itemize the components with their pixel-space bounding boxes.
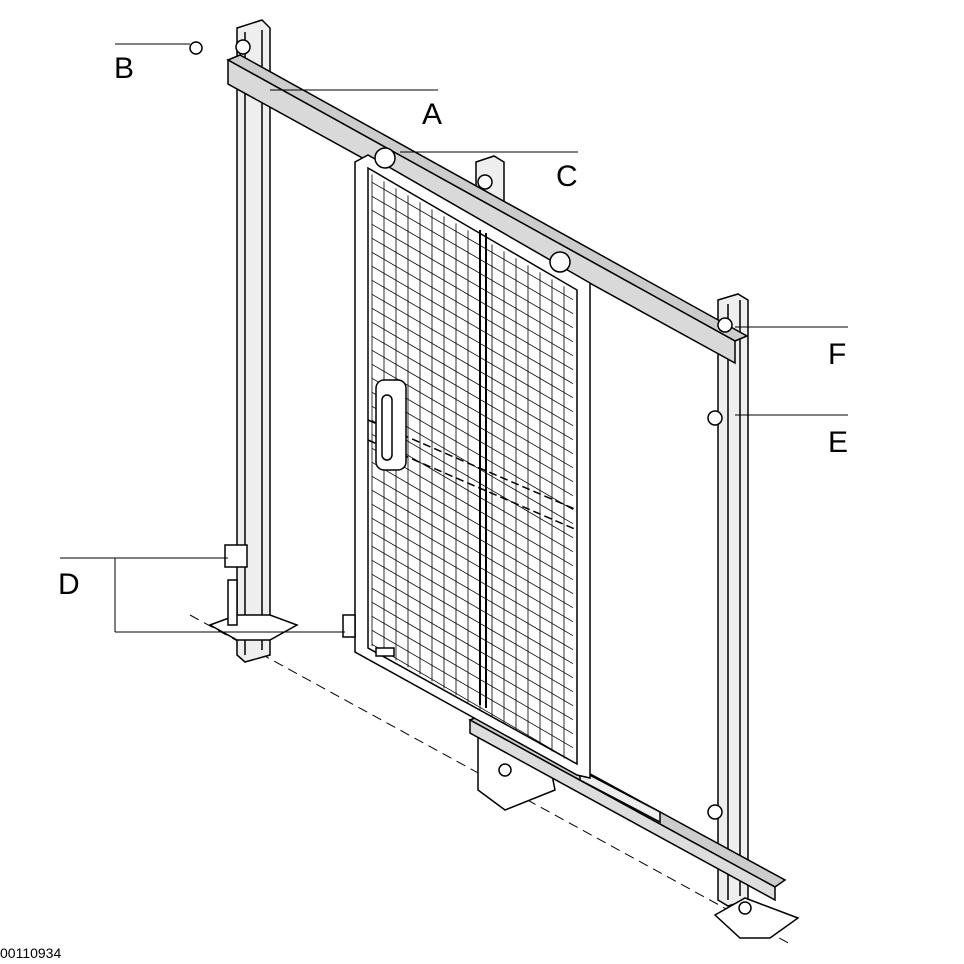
mesh-wire xyxy=(371,447,574,567)
mesh-wire xyxy=(371,195,574,315)
label-a: A xyxy=(422,98,442,131)
mesh-wire xyxy=(371,461,574,581)
left-post xyxy=(208,19,299,663)
mesh-wire xyxy=(371,251,574,371)
mesh-wire xyxy=(371,489,574,609)
guide-fitting xyxy=(707,804,723,820)
label-e: E xyxy=(828,426,848,459)
mesh-wire xyxy=(371,335,574,455)
sliding-door xyxy=(354,147,591,779)
mesh-wire xyxy=(371,181,574,301)
label-f: F xyxy=(828,338,846,371)
mesh-wire xyxy=(371,279,574,399)
mesh-wire xyxy=(371,265,574,385)
right-post xyxy=(713,293,800,939)
guide-fitting-e xyxy=(707,410,723,426)
drawing-number: 00110934 xyxy=(0,945,61,961)
label-b: B xyxy=(114,52,134,85)
mesh-wire xyxy=(371,321,574,441)
mesh-wire xyxy=(371,643,574,763)
mesh-wire xyxy=(371,307,574,427)
fitting-b xyxy=(189,41,203,55)
roller-icon xyxy=(477,174,493,190)
mesh-wire xyxy=(371,503,574,623)
mesh-wire xyxy=(371,517,574,637)
mesh-wire xyxy=(371,475,574,595)
mesh-wire xyxy=(371,587,574,707)
mesh-wire xyxy=(371,615,574,735)
mesh-wire xyxy=(371,293,574,413)
mesh-wire xyxy=(371,629,574,749)
stop-bracket-d xyxy=(342,614,356,638)
mesh-wire xyxy=(371,349,574,469)
label-d: D xyxy=(58,568,80,601)
mesh-wire xyxy=(371,573,574,693)
mesh-wire xyxy=(371,559,574,679)
roller-icon xyxy=(235,39,251,55)
top-rail xyxy=(226,54,749,365)
mesh-wire xyxy=(371,531,574,651)
mesh-wire xyxy=(371,545,574,665)
stop-bracket-d xyxy=(224,544,248,568)
mesh-wire xyxy=(371,237,574,357)
label-c: C xyxy=(556,160,578,193)
mesh-wire xyxy=(371,601,574,721)
roller-fitting-f xyxy=(717,317,733,333)
mesh-wire xyxy=(371,209,574,329)
mesh-wire xyxy=(371,223,574,343)
